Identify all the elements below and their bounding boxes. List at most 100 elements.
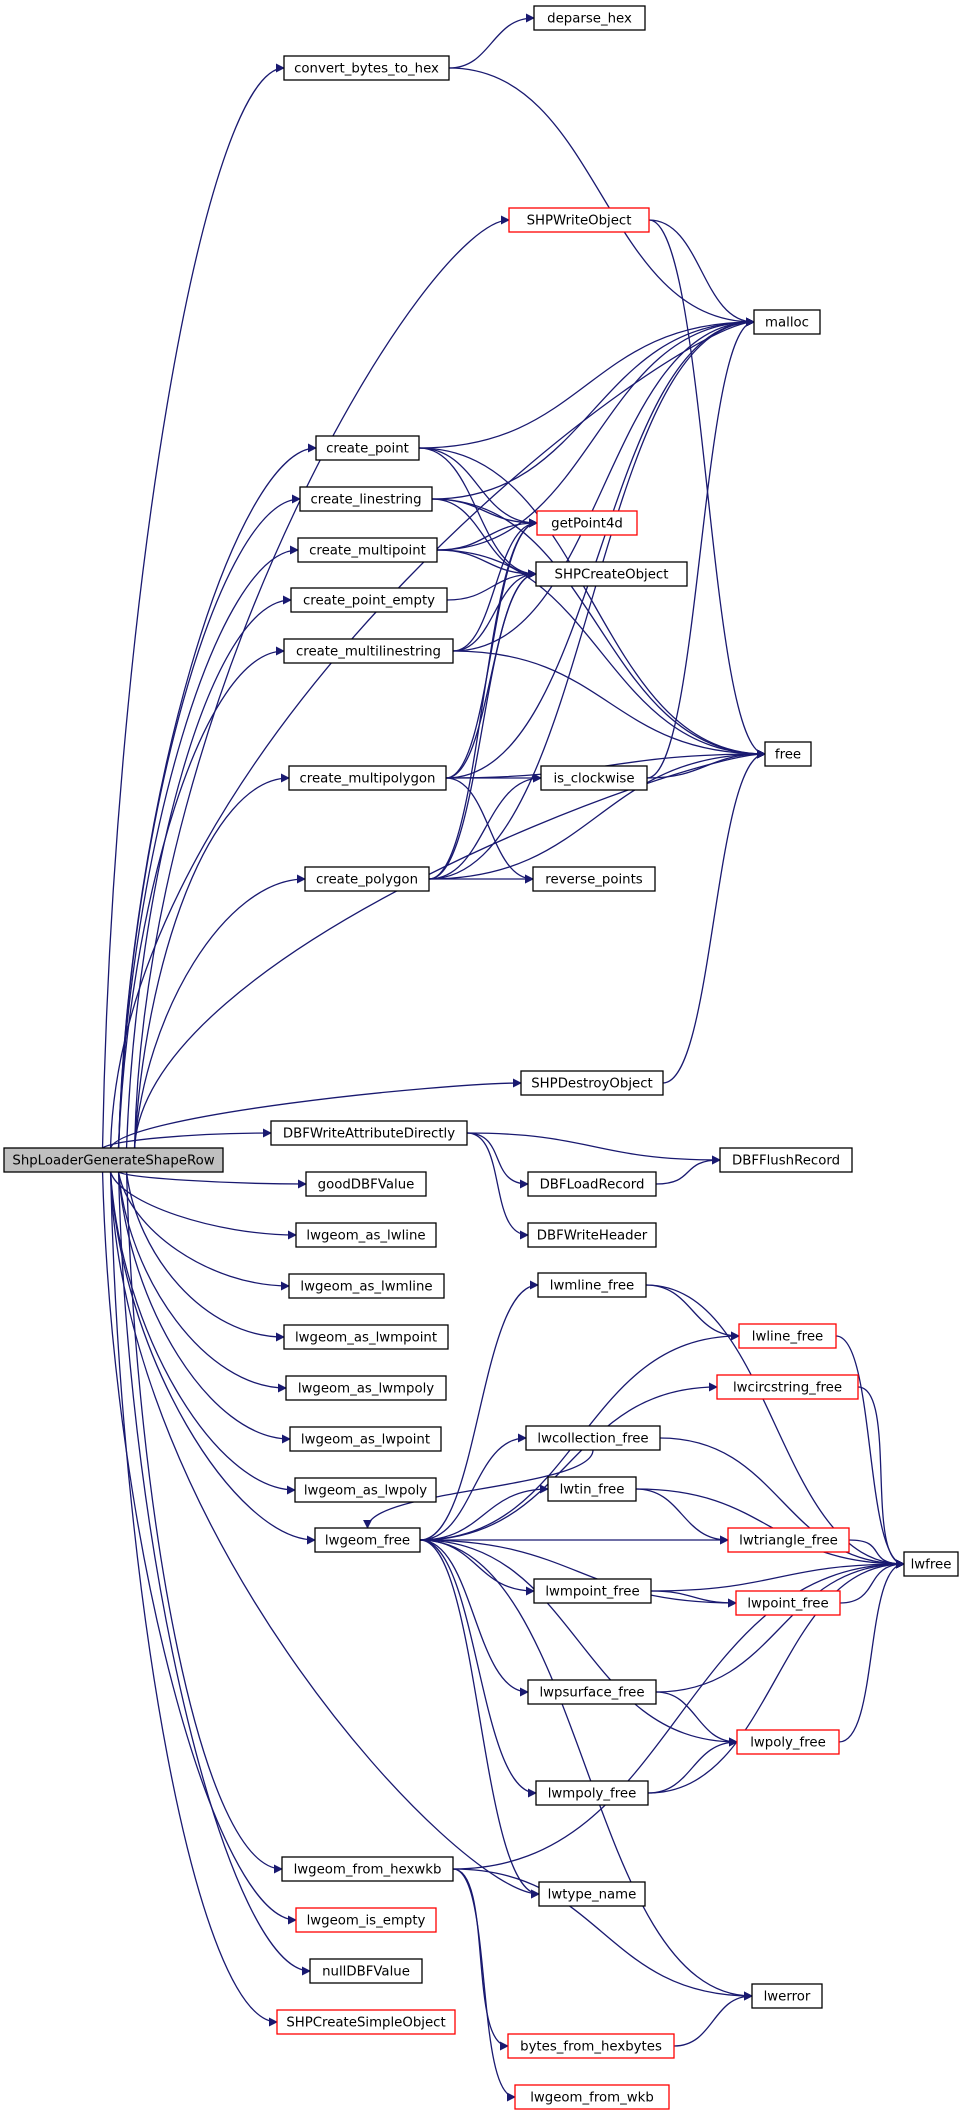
node-lwpsurface-free[interactable]: lwpsurface_free	[527, 1679, 657, 1705]
node-create-multipoint[interactable]: create_multipoint	[297, 537, 438, 563]
edge-lwcircstring-free-to-lwfree	[857, 1386, 905, 1569]
node-shpcreateobject[interactable]: SHPCreateObject	[535, 561, 688, 587]
node-root[interactable]: ShpLoaderGenerateShapeRow	[3, 1147, 224, 1173]
node-layer: ShpLoaderGenerateShapeRow convert_bytes_t…	[3, 5, 959, 2110]
node-lwpoint-free[interactable]: lwpoint_free	[735, 1590, 841, 1616]
node-lwtype-name[interactable]: lwtype_name	[538, 1881, 646, 1907]
node-label: lwpsurface_free	[539, 1686, 644, 1701]
node-getpoint4d[interactable]: getPoint4d	[536, 510, 638, 536]
node-dbfflushrecord[interactable]: DBFFlushRecord	[719, 1147, 853, 1173]
node-box	[283, 1324, 449, 1350]
node-label: SHPCreateObject	[555, 568, 669, 583]
node-create-multilinestring[interactable]: create_multilinestring	[283, 638, 454, 664]
node-lwcircstring-free[interactable]: lwcircstring_free	[716, 1374, 859, 1400]
node-lwgeom-as-lwpoint[interactable]: lwgeom_as_lwpoint	[289, 1426, 442, 1452]
node-box	[508, 207, 650, 233]
node-box	[533, 5, 646, 31]
node-bytes-from-hexbytes[interactable]: bytes_from_hexbytes	[507, 2033, 675, 2059]
node-shpdestroyobject[interactable]: SHPDestroyObject	[520, 1070, 664, 1096]
node-box	[716, 1374, 859, 1400]
edge-create-polygon-to-getpoint4d	[428, 518, 538, 880]
edge-root-to-create-linestring	[117, 494, 301, 1149]
node-lwmline-free[interactable]: lwmline_free	[537, 1272, 647, 1298]
node-free[interactable]: free	[764, 741, 812, 767]
node-is-clockwise[interactable]: is_clockwise	[540, 765, 648, 791]
node-lwerror[interactable]: lwerror	[751, 1983, 823, 2009]
edge-dbfwriteattributedirectly-to-dbfwriteheader	[466, 1132, 529, 1240]
node-label: getPoint4d	[551, 517, 623, 532]
node-create-point-empty[interactable]: create_point_empty	[290, 587, 448, 613]
edge-root-to-create-multilinestring	[117, 646, 285, 1149]
node-shpcreatesimpleobject[interactable]: SHPCreateSimpleObject	[276, 2009, 456, 2035]
edge-root-to-create-polygon	[133, 874, 306, 1149]
node-label: lwtriangle_free	[739, 1534, 838, 1549]
node-lwgeom-as-lwline[interactable]: lwgeom_as_lwline	[295, 1222, 437, 1248]
node-gooddbfvalue[interactable]: goodDBFValue	[305, 1171, 427, 1197]
node-lwpoly-free[interactable]: lwpoly_free	[736, 1729, 840, 1755]
node-label: lwcollection_free	[537, 1432, 648, 1447]
node-lwgeom-as-lwmline[interactable]: lwgeom_as_lwmline	[288, 1273, 445, 1299]
edge-lwgeom-free-to-lwmline-free	[419, 1280, 539, 1541]
node-label: lwpoint_free	[747, 1597, 828, 1612]
node-create-point[interactable]: create_point	[315, 435, 420, 461]
node-lwtriangle-free[interactable]: lwtriangle_free	[727, 1527, 850, 1553]
node-lwcollection-free[interactable]: lwcollection_free	[525, 1425, 661, 1451]
node-lwgeom-as-lwmpoly[interactable]: lwgeom_as_lwmpoly	[285, 1375, 447, 1401]
node-box	[276, 2009, 456, 2035]
edge-create-point-to-malloc	[418, 317, 755, 449]
edge-lwgeom-free-to-lwmpoly-free	[419, 1539, 537, 1798]
node-label: lwgeom_as_lwmpoint	[295, 1331, 437, 1346]
edge-shpdestroyobject-to-free	[662, 749, 766, 1084]
edge-lwgeom-from-hexwkb-to-bytes-from-hexbytes	[452, 1868, 509, 2051]
node-lwgeom-free[interactable]: lwgeom_free	[314, 1527, 421, 1553]
edge-create-multipolygon-to-malloc	[445, 317, 755, 779]
edge-lwmpoly-free-to-lwpoly-free	[647, 1737, 738, 1794]
node-lwgeom-from-hexwkb[interactable]: lwgeom_from_hexwkb	[281, 1856, 454, 1882]
node-lwtin-free[interactable]: lwtin_free	[547, 1476, 637, 1502]
edge-lwgeom-free-to-lwerror	[419, 1539, 753, 2001]
edge-is-clockwise-to-malloc	[646, 317, 755, 779]
node-lwgeom-from-wkb[interactable]: lwgeom_from_wkb	[514, 2084, 670, 2110]
node-box	[299, 486, 433, 512]
node-lwline-free[interactable]: lwline_free	[738, 1323, 837, 1349]
edge-lwgeom-free-to-lwpoly-free	[419, 1539, 738, 1747]
node-box	[533, 1578, 652, 1604]
edge-root-to-lwgeom-free	[109, 1171, 316, 1545]
edge-lwtriangle-free-to-lwfree	[848, 1539, 905, 1569]
node-label: deparse_hex	[547, 12, 632, 27]
node-dbfwriteheader[interactable]: DBFWriteHeader	[527, 1222, 657, 1248]
node-shpwriteobject[interactable]: SHPWriteObject	[508, 207, 650, 233]
edge-is-clockwise-to-free	[646, 749, 766, 779]
node-label: lwgeom_as_lwpoint	[301, 1433, 430, 1448]
node-reverse-points[interactable]: reverse_points	[532, 866, 656, 892]
node-lwgeom-as-lwmpoint[interactable]: lwgeom_as_lwmpoint	[283, 1324, 449, 1350]
node-label: bytes_from_hexbytes	[520, 2040, 662, 2055]
node-lwgeom-is-empty[interactable]: lwgeom_is_empty	[295, 1907, 437, 1933]
node-label: lwgeom_as_lwpoly	[304, 1484, 427, 1499]
node-lwfree[interactable]: lwfree	[903, 1551, 959, 1577]
node-label: ShpLoaderGenerateShapeRow	[12, 1154, 214, 1169]
node-lwmpoly-free[interactable]: lwmpoly_free	[535, 1780, 649, 1806]
node-lwmpoint-free[interactable]: lwmpoint_free	[533, 1578, 652, 1604]
node-box	[507, 2033, 675, 2059]
node-lwgeom-as-lwpoly[interactable]: lwgeom_as_lwpoly	[294, 1477, 437, 1503]
edge-root-to-shpdestroyobject	[109, 1078, 522, 1149]
node-create-polygon[interactable]: create_polygon	[304, 866, 430, 892]
node-create-linestring[interactable]: create_linestring	[299, 486, 433, 512]
edge-convert-bytes-to-hex-to-deparse-hex	[448, 13, 535, 69]
node-label: free	[775, 748, 801, 763]
edge-shpwriteobject-to-malloc	[648, 219, 755, 327]
node-label: lwerror	[764, 1990, 811, 2005]
node-deparse-hex[interactable]: deparse_hex	[533, 5, 646, 31]
node-convert-bytes-to-hex[interactable]: convert_bytes_to_hex	[283, 55, 450, 81]
edge-create-linestring-to-getpoint4d	[431, 498, 538, 528]
node-dbfwriteattributedirectly[interactable]: DBFWriteAttributeDirectly	[270, 1120, 468, 1146]
node-dbfloadrecord[interactable]: DBFLoadRecord	[527, 1171, 657, 1197]
node-malloc[interactable]: malloc	[753, 309, 821, 335]
edge-lwcollection-free-to-lwgeom-free	[363, 1449, 594, 1529]
node-label: lwtin_free	[560, 1483, 625, 1498]
node-create-multipolygon[interactable]: create_multipolygon	[288, 765, 447, 791]
node-nulldbfvalue[interactable]: nullDBFValue	[309, 1958, 423, 1984]
node-box	[547, 1476, 637, 1502]
